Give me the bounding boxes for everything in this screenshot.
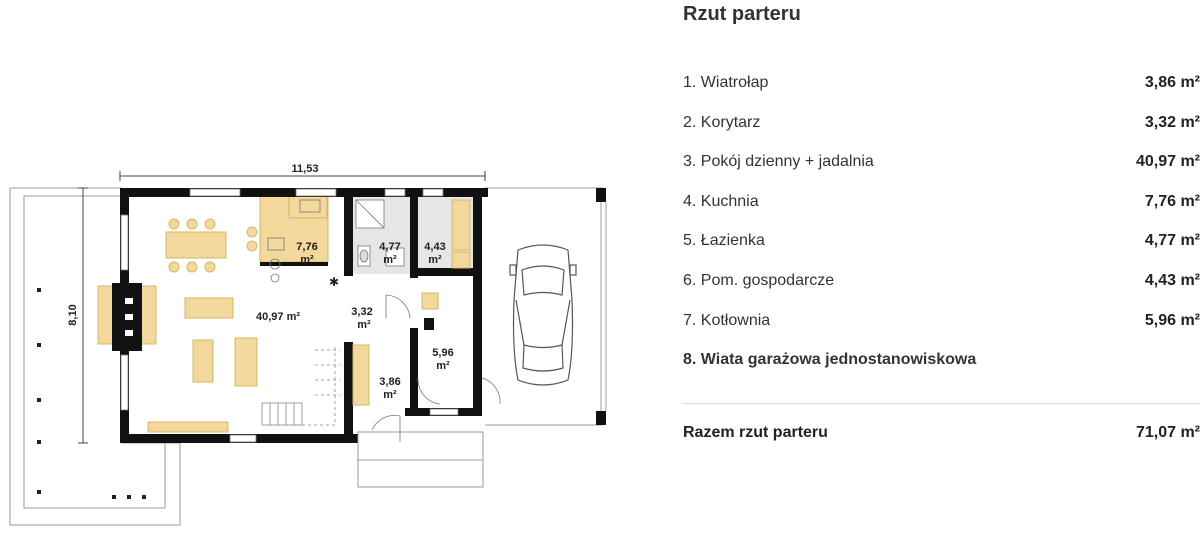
room-row: 6. Pom. gospodarcze 4,43 m² xyxy=(683,272,1200,296)
total-area: 71,07 m² xyxy=(1135,424,1200,441)
room-label-boiler-unit: m² xyxy=(436,360,450,372)
room-label-kitchen: 7,76 xyxy=(296,241,317,253)
room-name: 8. Wiata garażowa jednostanowiskowa xyxy=(683,351,977,368)
room-label-utility-unit: m² xyxy=(428,254,442,266)
car-icon xyxy=(509,244,577,386)
room-label-bathroom-unit: m² xyxy=(383,254,397,266)
dimension-depth-label: 8,10 xyxy=(67,304,79,325)
room-labels: 40,97 m² 7,76 m² 4,77 m² 4,43 m² 3,32 m²… xyxy=(256,241,454,401)
room-area: 4,77 m² xyxy=(1144,232,1200,249)
windows xyxy=(120,188,459,443)
room-label-hallway-unit: m² xyxy=(357,319,371,331)
room-name: 1. Wiatrołap xyxy=(683,74,769,91)
dining-table xyxy=(165,218,258,273)
doors xyxy=(371,294,501,442)
carport xyxy=(485,187,607,426)
room-label-kitchen-unit: m² xyxy=(300,254,314,266)
room-name: 2. Korytarz xyxy=(683,114,761,131)
terrace-markers xyxy=(37,288,146,499)
total-label: Razem rzut parteru xyxy=(683,424,828,441)
room-name: 7. Kotłownia xyxy=(683,312,771,329)
wardrobe xyxy=(352,344,370,406)
entrance-steps xyxy=(357,431,484,488)
room-row: 8. Wiata garażowa jednostanowiskowa xyxy=(683,351,1200,375)
room-name: 3. Pokój dzienny + jadalnia xyxy=(683,153,874,170)
boiler-fixtures: ✱ xyxy=(329,275,439,330)
room-label-boiler: 5,96 xyxy=(432,347,453,359)
room-label-vestibule-unit: m² xyxy=(383,389,397,401)
panel-title: Rzut parteru xyxy=(683,3,801,25)
room-name: 5. Łazienka xyxy=(683,232,765,249)
room-row: 2. Korytarz 3,32 m² xyxy=(683,114,1200,138)
terrace xyxy=(9,187,181,526)
living-furniture xyxy=(147,297,258,433)
fireplace-icon xyxy=(97,283,157,351)
bathroom-fixtures xyxy=(355,199,405,267)
room-row: 7. Kotłownia 5,96 m² xyxy=(683,312,1200,336)
room-name: 4. Kuchnia xyxy=(683,193,759,210)
room-label-utility: 4,43 xyxy=(424,241,445,253)
room-area: 40,97 m² xyxy=(1135,153,1200,170)
room-label-vestibule: 3,86 xyxy=(379,376,400,388)
room-name: 6. Pom. gospodarcze xyxy=(683,272,835,289)
room-summary-panel: Rzut parteru 1. Wiatrołap 3,86 m² 2. Kor… xyxy=(683,0,1200,550)
room-area: 4,43 m² xyxy=(1144,272,1200,289)
dimension-width-label: 11,53 xyxy=(292,163,319,175)
room-label-living: 40,97 m² xyxy=(256,311,300,323)
ground-floor-plan: 11,53 8,10 xyxy=(9,163,607,526)
room-area: 5,96 m² xyxy=(1144,312,1200,329)
room-row: 4. Kuchnia 7,76 m² xyxy=(683,193,1200,217)
room-row: 5. Łazienka 4,77 m² xyxy=(683,232,1200,256)
room-area: 7,76 m² xyxy=(1144,193,1200,210)
room-row: 1. Wiatrołap 3,86 m² xyxy=(683,74,1200,98)
room-area: 3,86 m² xyxy=(1144,74,1200,91)
dimension-width: 11,53 xyxy=(119,163,486,181)
kitchen-fixtures xyxy=(267,199,321,283)
snowflake-icon: ✱ xyxy=(329,275,339,289)
staircase xyxy=(261,345,340,426)
divider xyxy=(683,403,1200,404)
room-row: 3. Pokój dzienny + jadalnia 40,97 m² xyxy=(683,153,1200,177)
room-label-bathroom: 4,77 xyxy=(379,241,400,253)
room-label-hallway: 3,32 xyxy=(351,306,372,318)
utility-cabinet xyxy=(451,199,471,269)
dimension-depth: 8,10 xyxy=(67,187,88,444)
room-area: 3,32 m² xyxy=(1144,114,1200,131)
